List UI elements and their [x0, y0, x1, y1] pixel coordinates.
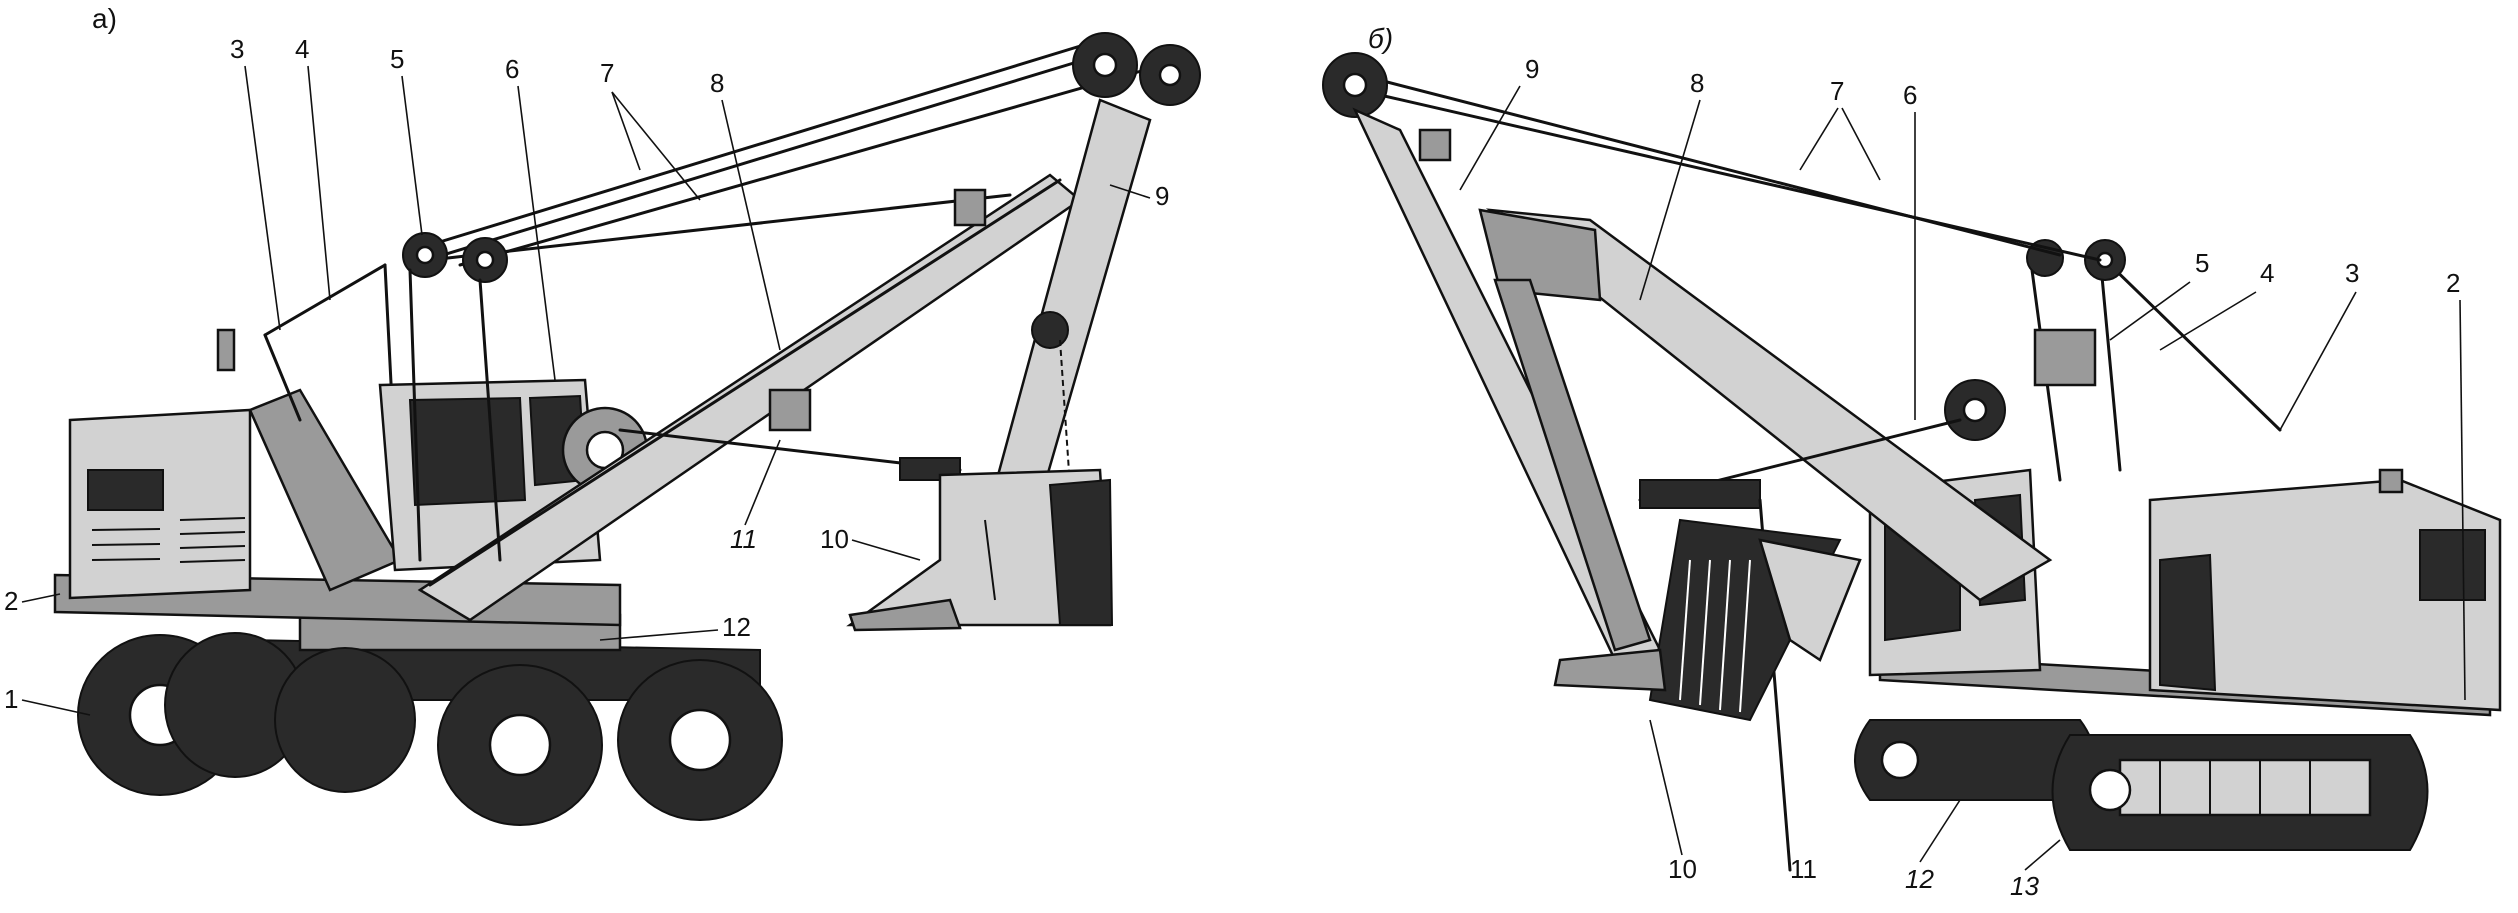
- callout-b12: 12: [1905, 799, 1961, 894]
- figure-b-boom-cables: [1358, 73, 2102, 262]
- svg-text:7: 7: [1830, 76, 1844, 106]
- svg-text:3: 3: [230, 34, 244, 64]
- callout-a9: 9: [1109, 181, 1169, 211]
- callout-b13: 13: [2010, 839, 2061, 901]
- svg-text:13: 13: [2010, 871, 2039, 901]
- figure-b-crawler-excavator: б): [1322, 23, 2502, 872]
- figure-a-a-frame: [248, 263, 402, 592]
- callout-a8: 8: [710, 68, 781, 351]
- figure-b-boom: [1478, 208, 2053, 602]
- callout-b4: 4: [2159, 258, 2274, 351]
- svg-text:2: 2: [2446, 268, 2460, 298]
- svg-text:5: 5: [2195, 248, 2209, 278]
- figure-a-wheeled-excavator: а): [53, 3, 1201, 826]
- svg-text:8: 8: [1690, 68, 1704, 98]
- svg-text:4: 4: [295, 34, 309, 64]
- callout-a3: 3: [230, 34, 281, 331]
- svg-text:12: 12: [1905, 864, 1934, 894]
- svg-text:11: 11: [1790, 854, 1817, 884]
- callout-a10: 10: [820, 524, 921, 561]
- svg-text:4: 4: [2260, 258, 2274, 288]
- svg-text:6: 6: [1903, 80, 1917, 110]
- svg-text:10: 10: [820, 524, 849, 554]
- callout-a12: 12: [599, 612, 751, 642]
- callout-b8: 8: [1639, 68, 1704, 301]
- figure-a-callouts: 1 2 3 4 5 6 7 8: [4, 34, 1169, 716]
- svg-text:6: 6: [505, 54, 519, 84]
- figure-b-engine-housing: [2148, 468, 2502, 712]
- figure-b-callouts: 2 3 4 5 6 7 8 9: [1459, 54, 2466, 901]
- callout-b10: 10: [1649, 719, 1697, 884]
- figure-b-crawler-tracks: [1854, 719, 2429, 851]
- callout-a1: 1: [4, 684, 91, 716]
- svg-text:5: 5: [390, 44, 404, 74]
- figure-a-mast-pulleys: [402, 232, 508, 562]
- callout-a11: 11: [730, 439, 781, 554]
- callout-a6: 6: [505, 54, 556, 381]
- callout-b9: 9: [1459, 54, 1539, 191]
- figure-b-link: [1638, 418, 1962, 872]
- figure-b-bucket: [1553, 518, 1862, 722]
- svg-text:8: 8: [710, 68, 724, 98]
- svg-text:3: 3: [2345, 258, 2359, 288]
- callout-b2: 2: [2446, 268, 2466, 701]
- callout-b11: 11: [1790, 854, 1817, 884]
- figure-a-engine-housing: [68, 328, 252, 600]
- callout-b5: 5: [2109, 248, 2209, 341]
- figure-a-sublabel: а): [92, 3, 117, 34]
- figure-a-boom-head-sheaves: [1072, 32, 1201, 106]
- svg-text:2: 2: [4, 586, 18, 616]
- figure-a-crowd-shaft: [618, 188, 987, 481]
- svg-text:9: 9: [1525, 54, 1539, 84]
- callout-b7: 7: [1799, 76, 1881, 181]
- figure-a-bucket: [846, 468, 1114, 632]
- callout-a2: 2: [4, 586, 61, 616]
- figure-b-sublabel: б): [1368, 23, 1393, 54]
- svg-text:7: 7: [600, 58, 614, 88]
- svg-text:12: 12: [722, 612, 751, 642]
- svg-text:1: 1: [4, 684, 18, 714]
- callout-a4: 4: [295, 34, 331, 301]
- figure-b-stick: [1322, 52, 1662, 662]
- svg-text:11: 11: [730, 524, 757, 554]
- callout-a7: 7: [600, 58, 701, 201]
- callout-a5: 5: [390, 44, 423, 236]
- svg-text:10: 10: [1668, 854, 1697, 884]
- figure-b-a-frame: [2026, 239, 2282, 482]
- figure-a-wheels: [77, 632, 783, 826]
- svg-text:9: 9: [1155, 181, 1169, 211]
- callout-b3: 3: [2279, 258, 2359, 431]
- callout-b6: 6: [1903, 80, 1917, 420]
